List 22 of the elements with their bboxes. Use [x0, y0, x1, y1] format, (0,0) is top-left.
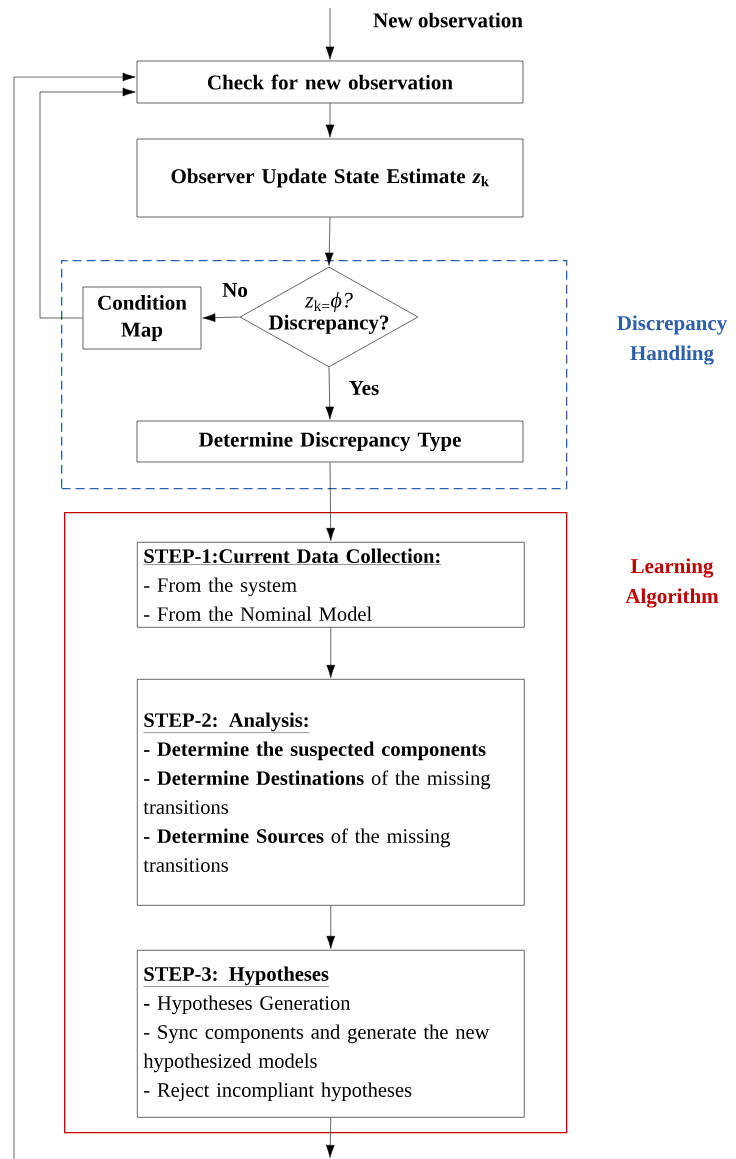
arrow — [325, 103, 335, 138]
process-box: Observer Update State Estimate z$_{k}$ — [136, 138, 524, 218]
step-box: STEP-2: Analysis: - Determine the suspected components - Determine Destinations of the missing transitions - Determine Sources of the missing transitions — [137, 679, 525, 906]
step-box: STEP-1:Current Data Collection: - From the system - From the Nominal Model — [137, 542, 525, 628]
arrow — [324, 217, 334, 266]
edge-label: Yes — [347, 380, 381, 396]
process-box: Condition Map — [82, 286, 202, 350]
arrow — [326, 462, 335, 541]
edge-label: New observation — [372, 11, 524, 29]
arrow — [326, 905, 336, 949]
arrow — [325, 7, 335, 60]
arrow — [202, 313, 240, 322]
step-box: STEP-3: Hypotheses - Hypotheses Generation - Sync components and generate the new hypothesized models - Reject incompliant hypotheses — [137, 950, 525, 1118]
arrow — [39, 87, 136, 319]
arrow — [13, 72, 136, 1159]
process-box: Check for new observation — [136, 60, 524, 104]
arrow — [325, 1117, 335, 1158]
arrow — [326, 627, 336, 678]
node-label: Learning Algorithm — [625, 558, 719, 608]
arrow — [325, 367, 335, 420]
process-box: Determine Discrepancy Type — [136, 420, 524, 463]
node-label: Discrepancy Handling — [617, 315, 727, 365]
